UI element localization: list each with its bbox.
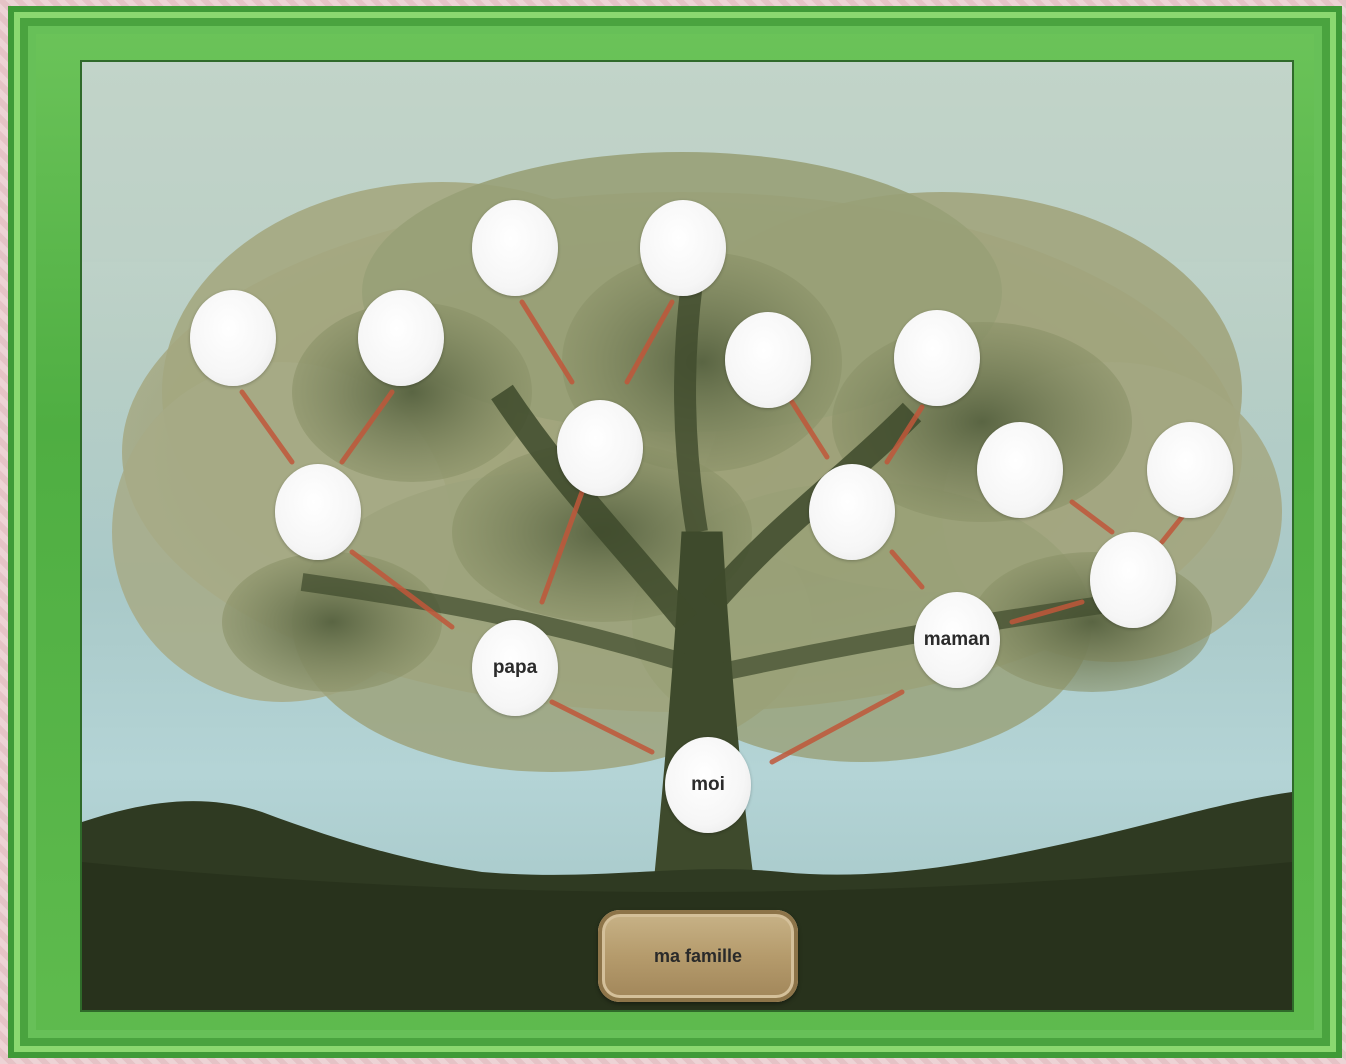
- portrait-slot-great-grandparent-7[interactable]: [977, 422, 1063, 518]
- portrait-slot-maman[interactable]: maman: [914, 592, 1000, 688]
- portrait-slot-great-grandparent-2[interactable]: [358, 290, 444, 386]
- portrait-slot-grandparent-3[interactable]: [809, 464, 895, 560]
- node-label-maman: maman: [924, 629, 991, 651]
- node-label-papa: papa: [493, 657, 537, 679]
- title-plaque: ma famille: [598, 910, 798, 1002]
- portrait-slot-great-grandparent-8[interactable]: [1147, 422, 1233, 518]
- title-plaque-label: ma famille: [654, 946, 742, 967]
- portrait-slot-great-grandparent-1[interactable]: [190, 290, 276, 386]
- portrait-slot-moi[interactable]: moi: [665, 737, 751, 833]
- portrait-slot-great-grandparent-3[interactable]: [472, 200, 558, 296]
- node-label-moi: moi: [691, 774, 725, 796]
- portrait-slot-grandparent-2[interactable]: [557, 400, 643, 496]
- portrait-slot-grandparent-1[interactable]: [275, 464, 361, 560]
- portrait-slot-great-grandparent-6[interactable]: [894, 310, 980, 406]
- family-tree-canvas: papa maman moi: [80, 60, 1294, 1012]
- portrait-slot-great-grandparent-5[interactable]: [725, 312, 811, 408]
- portrait-slot-grandparent-4[interactable]: [1090, 532, 1176, 628]
- portrait-slot-great-grandparent-4[interactable]: [640, 200, 726, 296]
- portrait-slot-papa[interactable]: papa: [472, 620, 558, 716]
